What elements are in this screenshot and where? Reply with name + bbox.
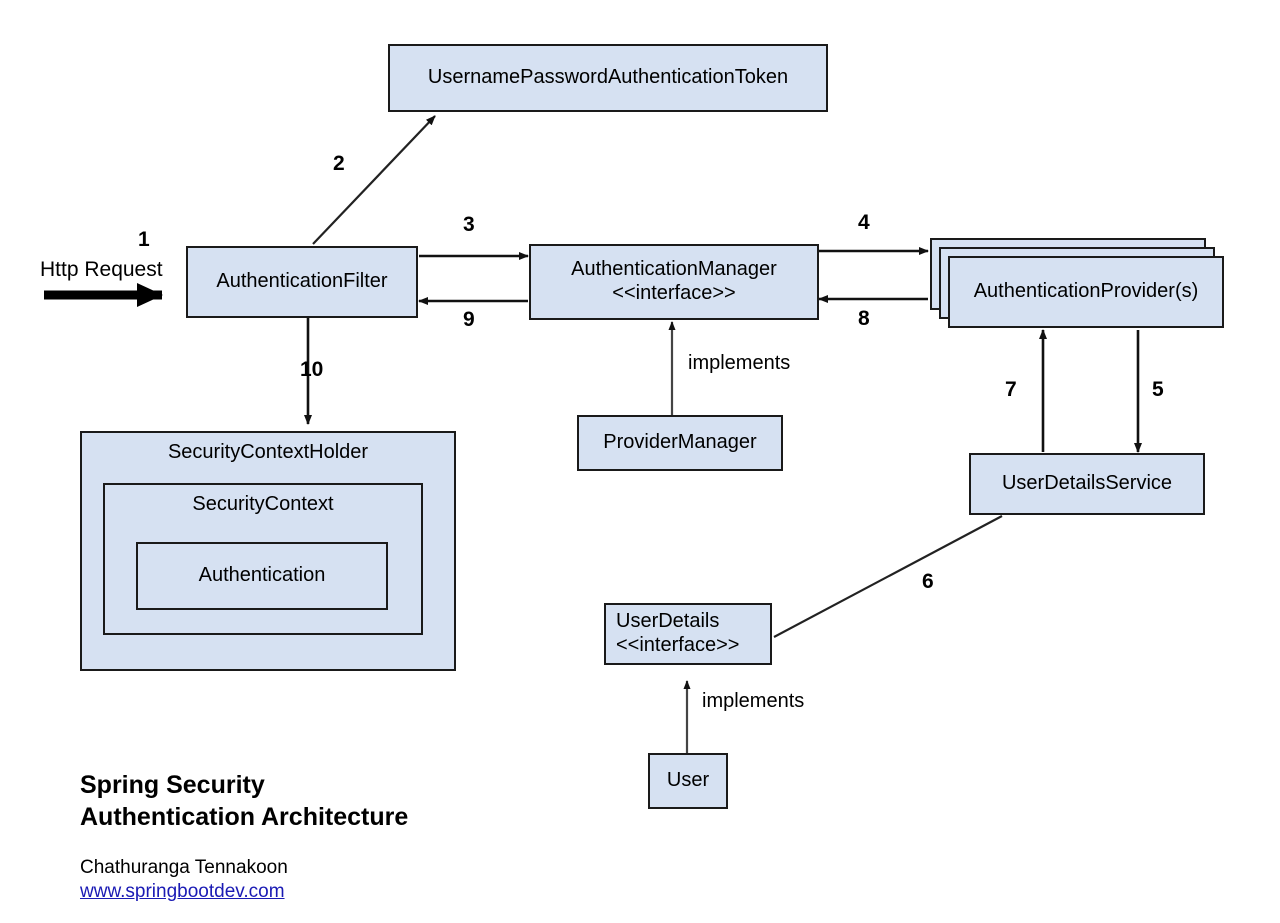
- node-label: UserDetails: [616, 610, 720, 633]
- diagram-author: Chathuranga Tennakoon: [80, 857, 288, 878]
- edge-label-8: 8: [858, 307, 870, 330]
- diagram-website-link[interactable]: www.springbootdev.com: [80, 881, 285, 902]
- node-stereotype: <<interface>>: [612, 282, 736, 304]
- node-username-password-authentication-token[interactable]: UsernamePasswordAuthenticationToken: [388, 44, 828, 112]
- node-label: AuthenticationProvider(s): [973, 280, 1199, 303]
- node-label: SecurityContext: [192, 493, 334, 515]
- node-label: AuthenticationManager: [571, 258, 777, 281]
- node-label: AuthenticationFilter: [216, 270, 388, 293]
- node-label: SecurityContextHolder: [167, 441, 369, 463]
- node-authentication-provider[interactable]: AuthenticationProvider(s): [948, 256, 1224, 328]
- node-label: UserDetailsService: [1001, 472, 1173, 495]
- node-user-details-service[interactable]: UserDetailsService: [969, 453, 1205, 515]
- edge-label-7: 7: [1005, 378, 1017, 401]
- edge-label-1: 1: [138, 228, 150, 251]
- edge-label-5: 5: [1152, 378, 1164, 401]
- diagram-title-line-1: Spring Security: [80, 771, 265, 799]
- edge-label-3: 3: [463, 213, 475, 236]
- edge-label-10: 10: [300, 358, 324, 381]
- node-stereotype: <<interface>>: [616, 634, 740, 656]
- node-label: User: [666, 769, 710, 792]
- edge-label-9: 9: [463, 308, 475, 331]
- edge-label-2: 2: [333, 152, 345, 175]
- node-authentication-manager[interactable]: AuthenticationManager <<interface>>: [529, 244, 819, 320]
- node-authentication-filter[interactable]: AuthenticationFilter: [186, 246, 418, 318]
- edge-label-implements-user: implements: [702, 690, 805, 712]
- edge-label-4: 4: [858, 211, 870, 234]
- node-label: UsernamePasswordAuthenticationToken: [427, 66, 789, 89]
- edge-6-userdetailsservice-to-userdetails: [773, 515, 1003, 638]
- node-authentication[interactable]: Authentication: [136, 542, 388, 610]
- node-label: ProviderManager: [603, 431, 757, 454]
- diagram-title-line-2: Authentication Architecture: [80, 803, 409, 831]
- node-user-details[interactable]: UserDetails <<interface>>: [604, 603, 772, 665]
- edge-label-implements-provider-manager: implements: [688, 352, 791, 374]
- edge-2-filter-to-token: [312, 115, 436, 245]
- node-label: Authentication: [198, 564, 326, 587]
- node-user[interactable]: User: [648, 753, 728, 809]
- node-provider-manager[interactable]: ProviderManager: [577, 415, 783, 471]
- edge-label-6: 6: [922, 570, 934, 593]
- label-http-request: Http Request: [40, 258, 163, 281]
